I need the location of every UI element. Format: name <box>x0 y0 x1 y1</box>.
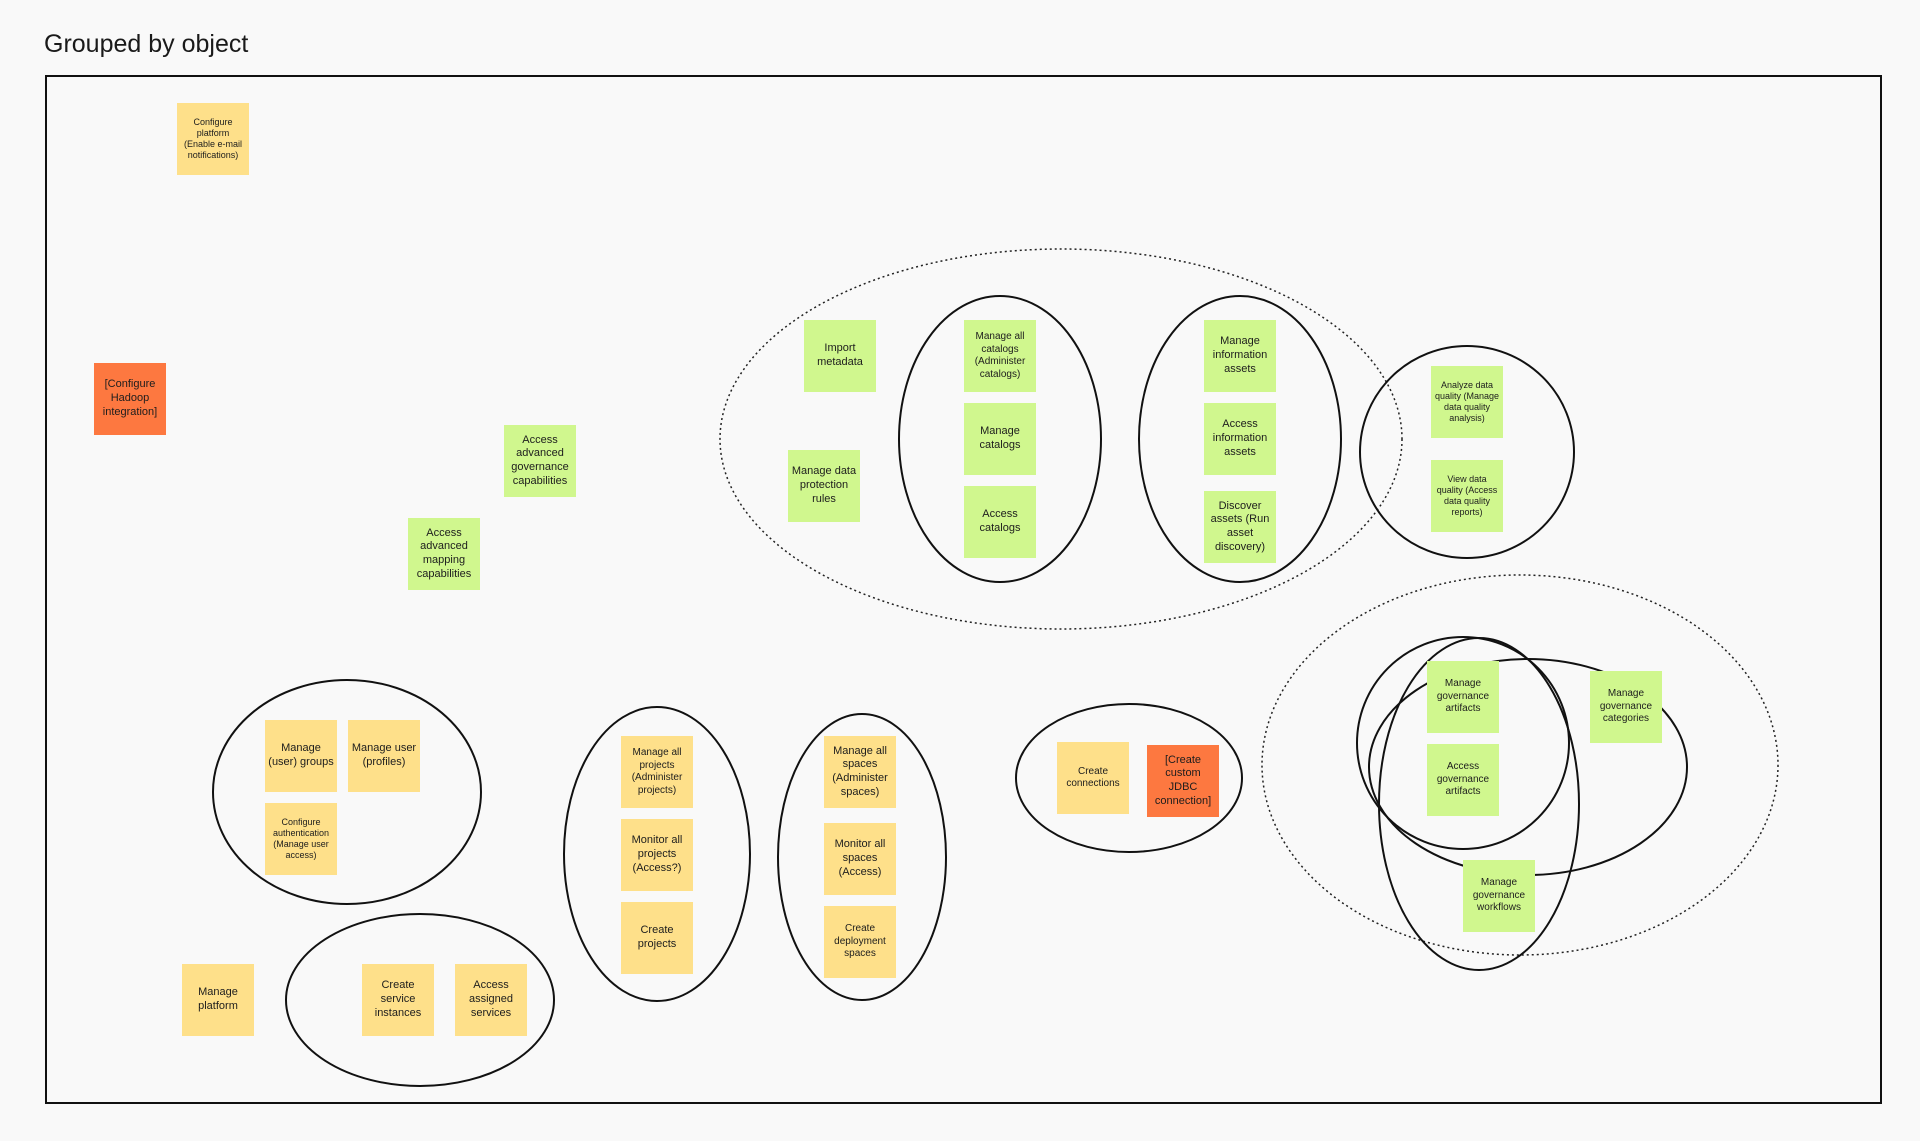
sticky-note-import-metadata[interactable]: Import metadata <box>804 320 876 392</box>
sticky-note-view-data-quality[interactable]: View data quality (Access data quality r… <box>1431 460 1503 532</box>
sticky-note-access-catalogs[interactable]: Access catalogs <box>964 486 1036 558</box>
sticky-note-create-projects[interactable]: Create projects <box>621 902 693 974</box>
sticky-note-access-information-assets[interactable]: Access information assets <box>1204 403 1276 475</box>
sticky-note-create-custom-jdbc-connection[interactable]: [Create custom JDBC connection] <box>1147 745 1219 817</box>
sticky-note-manage-governance-categories[interactable]: Manage governance categories <box>1590 671 1662 743</box>
sticky-note-access-assigned-services[interactable]: Access assigned services <box>455 964 527 1036</box>
sticky-note-manage-governance-workflows[interactable]: Manage governance workflows <box>1463 860 1535 932</box>
sticky-note-manage-governance-artifacts[interactable]: Manage governance artifacts <box>1427 661 1499 733</box>
sticky-note-access-advanced-governance[interactable]: Access advanced governance capabilities <box>504 425 576 497</box>
sticky-note-manage-platform[interactable]: Manage platform <box>182 964 254 1036</box>
sticky-note-access-governance-artifacts[interactable]: Access governance artifacts <box>1427 744 1499 816</box>
sticky-note-monitor-all-spaces[interactable]: Monitor all spaces (Access) <box>824 823 896 895</box>
page-title: Grouped by object <box>44 30 249 58</box>
sticky-note-manage-information-assets[interactable]: Manage information assets <box>1204 320 1276 392</box>
sticky-note-configure-platform[interactable]: Configure platform (Enable e-mail notifi… <box>177 103 249 175</box>
sticky-note-manage-user-groups[interactable]: Manage (user) groups <box>265 720 337 792</box>
sticky-note-analyze-data-quality[interactable]: Analyze data quality (Manage data qualit… <box>1431 366 1503 438</box>
sticky-note-configure-authentication[interactable]: Configure authentication (Manage user ac… <box>265 803 337 875</box>
whiteboard-frame <box>45 75 1882 1104</box>
sticky-note-monitor-all-projects[interactable]: Monitor all projects (Access?) <box>621 819 693 891</box>
sticky-note-manage-catalogs[interactable]: Manage catalogs <box>964 403 1036 475</box>
sticky-note-discover-assets[interactable]: Discover assets (Run asset discovery) <box>1204 491 1276 563</box>
sticky-note-create-service-instances[interactable]: Create service instances <box>362 964 434 1036</box>
sticky-note-manage-all-projects[interactable]: Manage all projects (Administer projects… <box>621 736 693 808</box>
sticky-note-create-deployment-spaces[interactable]: Create deployment spaces <box>824 906 896 978</box>
sticky-note-manage-data-protection-rules[interactable]: Manage data protection rules <box>788 450 860 522</box>
sticky-note-manage-all-spaces[interactable]: Manage all spaces (Administer spaces) <box>824 736 896 808</box>
sticky-note-configure-hadoop-integration[interactable]: [Configure Hadoop integration] <box>94 363 166 435</box>
sticky-note-access-advanced-mapping[interactable]: Access advanced mapping capabilities <box>408 518 480 590</box>
sticky-note-manage-all-catalogs[interactable]: Manage all catalogs (Administer catalogs… <box>964 320 1036 392</box>
sticky-note-create-connections[interactable]: Create connections <box>1057 742 1129 814</box>
sticky-note-manage-user-profiles[interactable]: Manage user (profiles) <box>348 720 420 792</box>
